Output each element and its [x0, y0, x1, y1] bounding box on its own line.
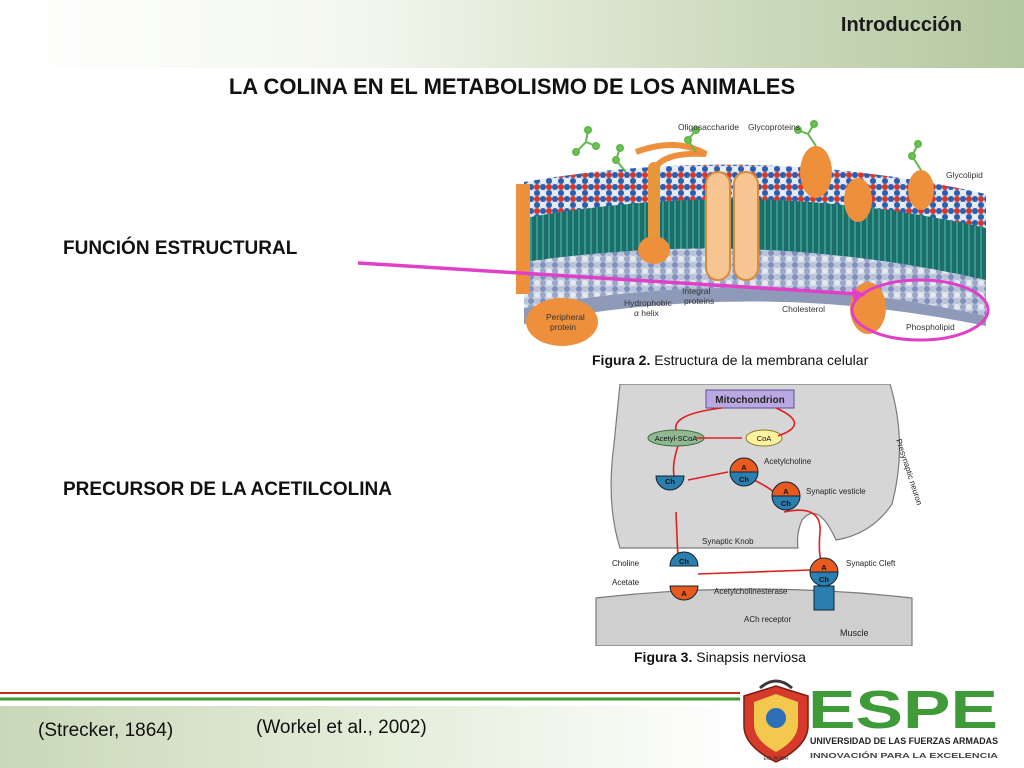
label-ach-receptor: ACh receptor	[744, 615, 791, 624]
footer-stripes	[0, 692, 740, 701]
svg-text:Ch: Ch	[819, 575, 829, 584]
label-alpha-helix: α helix	[634, 308, 660, 318]
label-acetyl-scoa: Acetyl-SCoA	[655, 434, 698, 443]
integral-protein-right	[733, 171, 759, 281]
label-acetylcholine: Acetylcholine	[764, 457, 812, 466]
glycoprotein-1	[800, 146, 832, 198]
footer-bar	[0, 706, 740, 768]
peripheral-protein	[526, 298, 598, 346]
svg-text:A: A	[821, 563, 827, 572]
integral-protein-left	[705, 171, 731, 281]
citation-workel: (Workel et al., 2002)	[256, 717, 427, 738]
edge-protein	[516, 184, 530, 294]
header-bar	[0, 0, 1024, 68]
hydrophobic-helix	[648, 162, 660, 252]
helix-chain	[634, 141, 708, 169]
label-acetylcholine-precursor: PRECURSOR DE LA ACETILCOLINA	[63, 479, 392, 500]
label-protein: protein	[550, 322, 576, 332]
figure-3-caption: Figura 3. Sinapsis nerviosa	[634, 649, 806, 665]
helix-anchor	[638, 236, 670, 264]
section-title: Introducción	[840, 14, 962, 36]
label-peripheral: Peripheral	[546, 312, 585, 322]
label-muscle: Muscle	[840, 628, 869, 638]
svg-text:Ch: Ch	[781, 499, 791, 508]
label-oligosaccharide: Oligosaccharide	[678, 122, 739, 132]
membrane-figure: Oligosaccharide Glycoproteins Glycolipid…	[516, 120, 990, 346]
glycoprotein-2	[844, 178, 872, 222]
label-integral: Integral	[682, 286, 710, 296]
citation-strecker: (Strecker, 1864)	[38, 720, 174, 741]
mitochondrion-box	[705, 389, 795, 409]
label-cholesterol: Cholesterol	[782, 304, 825, 314]
espe-logo: ECUADOR ESPE UNIVERSIDAD DE LAS FUERZAS …	[743, 679, 999, 763]
label-structural-function: FUNCIÓN ESTRUCTURAL	[63, 238, 298, 259]
label-synaptic-knob: Synaptic Knob	[702, 537, 754, 546]
phospholipid-highlight	[850, 278, 990, 342]
label-synaptic-vesicle: Synaptic vesticle	[806, 487, 866, 496]
svg-text:Ch: Ch	[739, 475, 749, 484]
label-mitochondrion: Mitochondrion	[715, 395, 784, 406]
label-acetate: Acetate	[612, 578, 640, 587]
coa-node	[745, 429, 783, 447]
label-synaptic-cleft: Synaptic Cleft	[846, 559, 896, 568]
svg-text:A: A	[741, 463, 747, 472]
slide-title: LA COLINA EN EL METABOLISMO DE LOS ANIMA…	[228, 74, 796, 99]
label-proteins: proteins	[684, 296, 714, 306]
figure-2-caption: Figura 2. Estructura de la membrana celu…	[592, 352, 869, 368]
label-phospholipid: Phospholipid	[906, 322, 955, 332]
label-glycolipid: Glycolipid	[946, 170, 983, 180]
svg-text:A: A	[681, 589, 687, 598]
svg-text:A: A	[783, 487, 789, 496]
molecule-nodes: Ch A Ch A Ch A Ch Ch A	[655, 457, 839, 601]
espe-wordmark: ESPE	[808, 680, 998, 740]
label-glycoproteins: Glycoproteins	[748, 122, 800, 132]
label-hydrophobic: Hydrophobic	[624, 298, 672, 308]
label-choline: Choline	[612, 559, 640, 568]
label-coa: CoA	[757, 434, 772, 443]
crest-text: ECUADOR	[763, 756, 788, 762]
ach-receptor	[813, 585, 835, 611]
oligosaccharide-chains	[572, 120, 922, 173]
svg-text:Ch: Ch	[679, 557, 689, 566]
logo-tagline: INNOVACIÓN PARA LA EXCELENCIA	[810, 751, 999, 760]
svg-text:Ch: Ch	[665, 477, 675, 486]
synapse-figure: Mitochondrion Acetyl-SCoA CoA Ch A Ch A …	[592, 384, 922, 646]
label-acetylcholinesterase: Acetylcholinesterase	[714, 587, 788, 596]
glycoprotein-3	[908, 170, 934, 210]
logo-university-name: UNIVERSIDAD DE LAS FUERZAS ARMADAS	[810, 736, 998, 746]
